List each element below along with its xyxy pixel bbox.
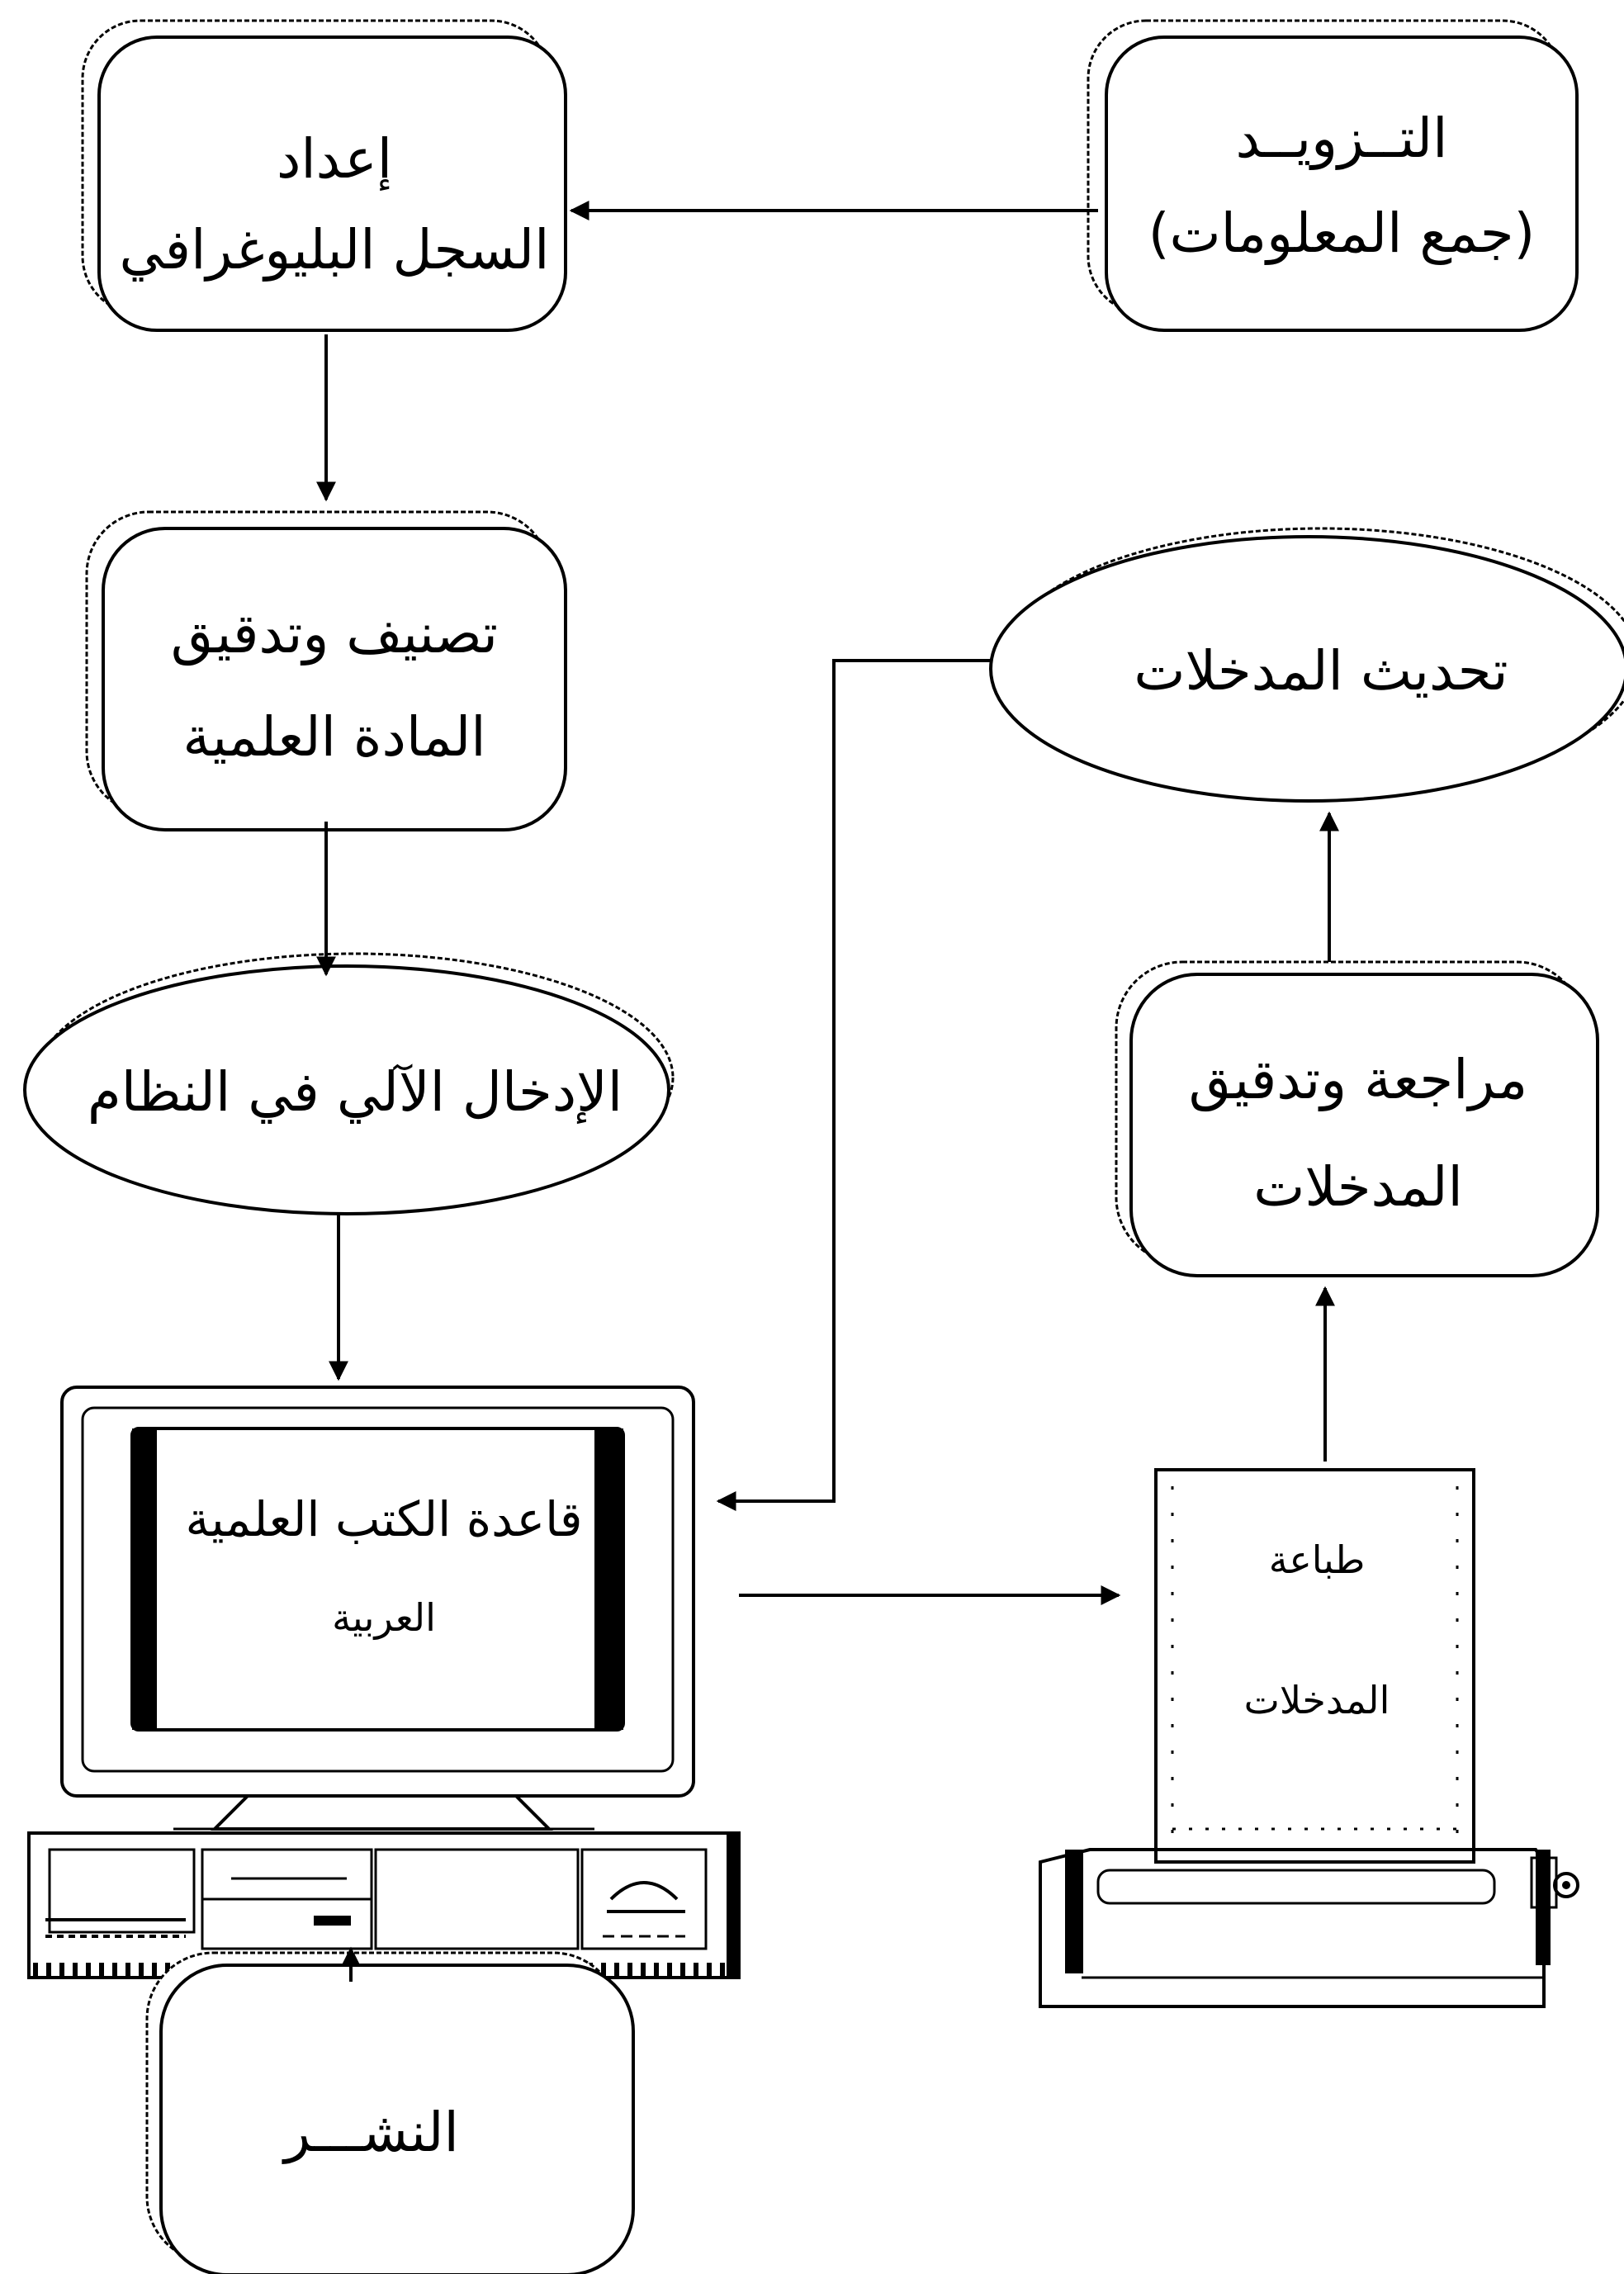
- bibliographic-line1: إعداد: [277, 127, 392, 192]
- review-line2: المدخلات: [1253, 1155, 1463, 1219]
- print-line1: طباعة: [1269, 1537, 1366, 1582]
- publish-label: النشـــر: [282, 2101, 459, 2164]
- node-update: تحديث المدخلات: [989, 527, 1624, 803]
- classify-line1: تصنيف وتدقيق: [171, 602, 498, 666]
- edges: [316, 201, 1339, 1982]
- node-review: مراجعة وتدقيق المدخلات: [1115, 960, 1599, 1277]
- update-label: تحديث المدخلات: [1134, 639, 1508, 703]
- classify-line2: المادة العلمية: [182, 705, 485, 769]
- database-line2: العربية: [332, 1595, 436, 1641]
- supply-line2: (جمع المعلومات): [1148, 201, 1536, 265]
- entry-label: الإدخال الآلي في النظام: [88, 1060, 623, 1124]
- node-print: طباعة المدخلات: [1039, 1468, 1579, 2008]
- edge-update-database: [716, 659, 991, 1511]
- database-line1: قاعدة الكتب العلمية: [185, 1491, 582, 1547]
- print-line2: المدخلات: [1244, 1678, 1390, 1722]
- computer-monitor: قاعدة الكتب العلمية العربية: [60, 1386, 695, 1831]
- review-line1: مراجعة وتدقيق: [1189, 1048, 1528, 1112]
- node-classify: تصنيف وتدقيق المادة العلمية: [85, 510, 567, 831]
- node-supply: التــزويــد (جمع المعلومات): [1087, 19, 1579, 332]
- printer-body: [1039, 1848, 1579, 2008]
- node-database: قاعدة الكتب العلمية العربية: [27, 1386, 741, 1979]
- node-bibliographic: إعداد السجل البليوغرافي: [81, 19, 567, 332]
- supply-line1: التــزويــد: [1235, 107, 1447, 170]
- node-entry: الإدخال الآلي في النظام: [23, 952, 675, 1215]
- node-publish: النشـــر: [145, 1951, 635, 2274]
- computer-system-unit: [27, 1831, 741, 1979]
- bibliographic-line2: السجل البليوغرافي: [120, 218, 550, 282]
